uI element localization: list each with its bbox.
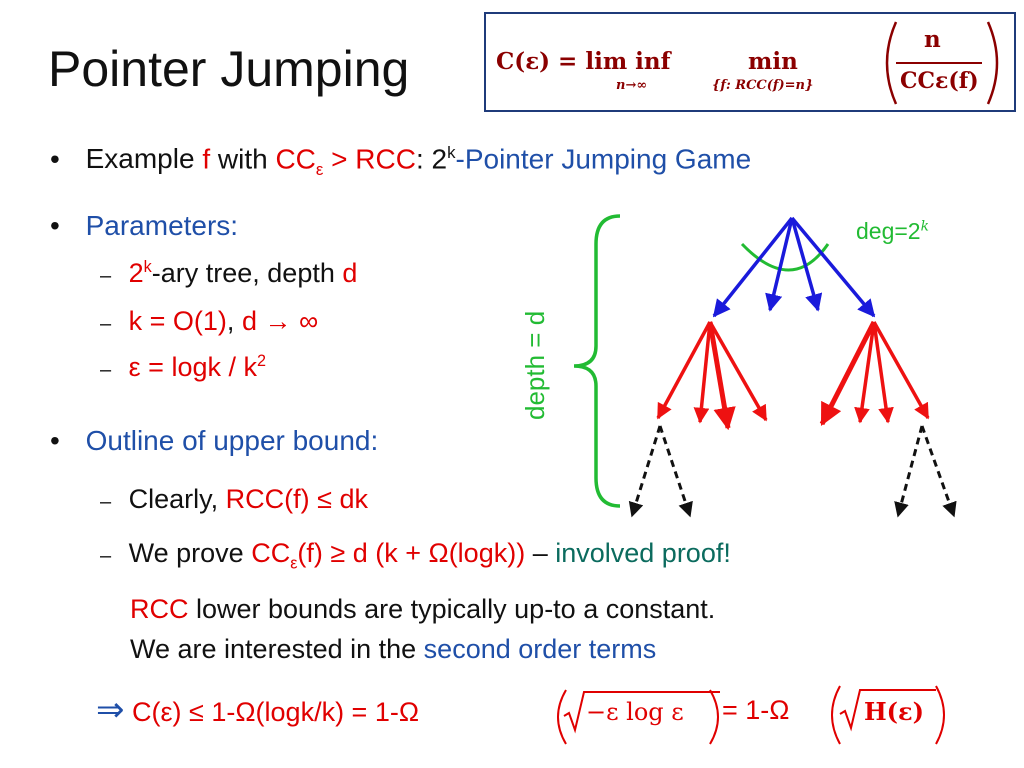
right-child-edges xyxy=(819,320,930,427)
formula-min: min xyxy=(748,48,798,75)
dash: – xyxy=(100,359,112,381)
formula-limit-sub: n→∞ xyxy=(616,78,648,93)
example-game: -Pointer Jumping Game xyxy=(455,143,752,175)
formula-denominator: CCε(f) xyxy=(900,68,979,94)
dash: – xyxy=(100,491,112,513)
example-colon: : 2 xyxy=(415,143,448,175)
param-3a: ε = logk / k xyxy=(128,352,257,382)
deg-sup: k xyxy=(920,218,929,235)
param-item-2: – k = O(1), d → ∞ xyxy=(100,306,318,337)
outline-item-1: – Clearly, RCC(f) ≤ dk xyxy=(100,484,368,515)
outline-item-2: – We prove CCε(f) ≥ d (k + Ω(logk)) – in… xyxy=(100,538,731,573)
param-1b: -ary tree, depth xyxy=(151,258,343,288)
example-f: f xyxy=(202,143,211,175)
conclusion-c: = 1-Ω xyxy=(722,695,790,725)
note-rcc: RCC xyxy=(130,594,189,624)
sqrt-content-2: H(ε) xyxy=(864,697,924,726)
bullet-dot: • xyxy=(50,425,60,456)
formula-box: C(ε) = lim inf n→∞ min {f: RCC(f)=n} n C… xyxy=(484,12,1016,112)
sqrt-right-paren-1 xyxy=(709,689,719,745)
param-item-3: – ε = logk / k2 xyxy=(100,352,266,383)
bullet-dot: • xyxy=(50,210,60,241)
sqrt-right-paren-2 xyxy=(935,685,945,745)
conclusion-a: C(ε) ≤ 1-Ω(logk/k) = 1-Ω xyxy=(132,697,420,727)
sqrt-content-1: −ε log ε xyxy=(586,698,684,726)
outline-2e: involved proof! xyxy=(555,538,731,568)
bullet-dot: • xyxy=(50,143,60,175)
example-text: Example xyxy=(85,143,203,175)
formula-numerator: n xyxy=(924,26,941,53)
note-line-1: RCC lower bounds are typically up-to a c… xyxy=(130,594,715,625)
param-1a: 2 xyxy=(128,258,144,288)
formula-min-sub: {f: RCC(f)=n} xyxy=(712,78,814,93)
note-2a: We are interested in the xyxy=(130,634,424,664)
fraction-bar xyxy=(896,62,982,64)
conclusion-line: ⇒ C(ε) ≤ 1-Ω(logk/k) = 1-Ω xyxy=(96,690,419,730)
left-child-edges xyxy=(656,321,768,431)
param-1c: d xyxy=(342,258,358,288)
implies-arrow: ⇒ xyxy=(96,691,125,729)
dash: – xyxy=(100,265,112,287)
example-with: with xyxy=(210,143,276,175)
example-cc-sub: ε xyxy=(315,159,324,179)
sqrt-sign-1 xyxy=(563,691,720,734)
depth-label: depth = d xyxy=(520,310,550,420)
bullet-parameters: • Parameters: xyxy=(50,210,238,242)
deg-label: deg=2k xyxy=(856,218,929,245)
dash: – xyxy=(100,313,112,335)
note-2b: second order terms xyxy=(423,634,657,664)
param-2b: , xyxy=(226,306,242,336)
outline-2c: (f) ≥ d (k + Ω(logk)) xyxy=(297,538,526,568)
example-rcc: > RCC xyxy=(323,143,416,175)
outline-1b: RCC(f) ≤ dk xyxy=(225,484,368,514)
outline-2b: CC xyxy=(251,538,291,568)
example-cc: CC xyxy=(275,143,316,175)
bullet-outline: • Outline of upper bound: xyxy=(50,425,378,457)
formula-lhs: C(ε) = lim inf xyxy=(496,48,671,75)
bullet-example: • Example f with CCε > RCC: 2k-Pointer J… xyxy=(50,143,751,180)
leaf-edges xyxy=(628,425,957,518)
param-item-1: – 2k-ary tree, depth d xyxy=(100,258,357,289)
dash: – xyxy=(100,545,112,567)
example-k: k xyxy=(447,143,456,162)
note-line-2: We are interested in the second order te… xyxy=(130,634,656,665)
root-edges xyxy=(712,216,876,318)
note-rest: lower bounds are typically up-to a const… xyxy=(188,594,716,624)
param-2c: d → ∞ xyxy=(241,306,319,336)
outline-1a: Clearly, xyxy=(128,484,226,514)
slide-title: Pointer Jumping xyxy=(48,41,410,97)
sqrt-left-paren-2 xyxy=(831,685,841,745)
formula-right-paren xyxy=(986,21,999,105)
deg-text: deg=2 xyxy=(856,218,921,244)
pointer-tree-diagram xyxy=(573,214,957,518)
outline-2a: We prove xyxy=(128,538,252,568)
parameters-label: Parameters: xyxy=(85,210,239,241)
outline-2b-sub: ε xyxy=(290,554,298,573)
outline-2d: – xyxy=(525,538,556,568)
sqrt-sign-2 xyxy=(839,689,936,732)
param-3-sup: 2 xyxy=(256,352,266,370)
param-1-sup: k xyxy=(143,258,152,276)
sqrt-left-paren-1 xyxy=(557,689,567,745)
formula-left-paren xyxy=(885,21,898,105)
outline-label: Outline of upper bound: xyxy=(85,425,379,456)
depth-brace xyxy=(573,214,621,508)
param-2a: k = O(1) xyxy=(128,306,227,336)
